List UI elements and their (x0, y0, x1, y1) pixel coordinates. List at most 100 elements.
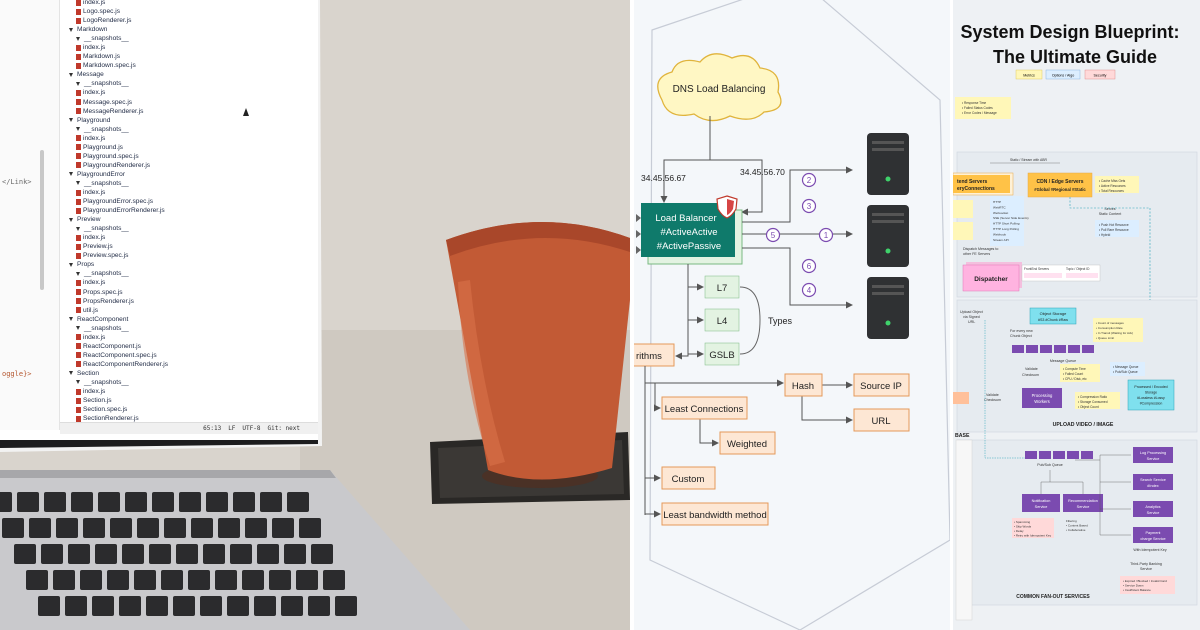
keyboard-key[interactable] (107, 570, 129, 590)
keyboard-key[interactable] (272, 518, 294, 538)
keyboard-key[interactable] (269, 570, 291, 590)
tree-folder-item[interactable]: __snapshots__ (62, 125, 318, 134)
tree-file-item[interactable]: Playground.js (62, 143, 318, 152)
tree-file-item[interactable]: PlaygroundRenderer.js (62, 161, 318, 170)
tree-folder-item[interactable]: __snapshots__ (62, 269, 318, 278)
tree-folder-item[interactable]: __snapshots__ (62, 179, 318, 188)
status-encoding[interactable]: UTF-8 (242, 425, 261, 432)
keyboard-key[interactable] (296, 570, 318, 590)
tree-file-item[interactable]: ReactComponent.js (62, 342, 318, 351)
keyboard-key[interactable] (14, 544, 36, 564)
tree-file-item[interactable]: index.js (62, 278, 318, 287)
keyboard-key[interactable] (71, 492, 93, 512)
keyboard-key[interactable] (164, 518, 186, 538)
tree-file-item[interactable]: index.js (62, 333, 318, 342)
keyboard-key[interactable] (227, 596, 249, 616)
weighted-node[interactable]: Weighted (719, 431, 776, 455)
keyboard-key[interactable] (203, 544, 225, 564)
tree-folder-item[interactable]: PlaygroundError (62, 170, 318, 179)
keyboard-key[interactable] (125, 492, 147, 512)
keyboard-key[interactable] (56, 518, 78, 538)
hash-node[interactable]: Hash (784, 373, 823, 397)
keyboard-key[interactable] (173, 596, 195, 616)
tree-file-item[interactable]: Section.js (62, 396, 318, 405)
keyboard-key[interactable] (284, 544, 306, 564)
keyboard-key[interactable] (44, 492, 66, 512)
keyboard-key[interactable] (257, 544, 279, 564)
keyboard-key[interactable] (323, 570, 345, 590)
keyboard-key[interactable] (230, 544, 252, 564)
status-cursor-position[interactable]: 65:13 (203, 425, 222, 432)
keyboard-key[interactable] (335, 596, 357, 616)
tree-file-item[interactable]: Logo.spec.js (62, 7, 318, 16)
tree-folder-item[interactable]: ReactComponent (62, 315, 318, 324)
keyboard-key[interactable] (254, 596, 276, 616)
keyboard-key[interactable] (38, 596, 60, 616)
tree-folder-item[interactable]: __snapshots__ (62, 79, 318, 88)
keyboard-key[interactable] (146, 596, 168, 616)
least-connections-node[interactable]: Least Connections (661, 396, 748, 420)
tree-file-item[interactable]: index.js (62, 0, 318, 7)
keyboard-key[interactable] (29, 518, 51, 538)
tree-file-item[interactable]: index.js (62, 88, 318, 97)
keyboard-key[interactable] (134, 570, 156, 590)
keyboard-key[interactable] (188, 570, 210, 590)
custom-node[interactable]: Custom (661, 466, 716, 490)
keyboard-key[interactable] (161, 570, 183, 590)
keyboard-key[interactable] (218, 518, 240, 538)
status-git-branch[interactable]: Git: next (267, 425, 300, 432)
tree-file-item[interactable]: ReactComponentRenderer.js (62, 360, 318, 369)
tree-file-item[interactable]: util.js (62, 306, 318, 315)
tree-file-item[interactable]: MessageRenderer.js (62, 107, 318, 116)
tree-folder-item[interactable]: __snapshots__ (62, 378, 318, 387)
keyboard-key[interactable] (149, 544, 171, 564)
tree-file-item[interactable]: SectionRenderer.js (62, 414, 318, 423)
keyboard-key[interactable] (83, 518, 105, 538)
tree-file-item[interactable]: index.js (62, 43, 318, 52)
keyboard-key[interactable] (41, 544, 63, 564)
keyboard-key[interactable] (53, 570, 75, 590)
tree-file-item[interactable]: index.js (62, 134, 318, 143)
tree-file-item[interactable]: PropsRenderer.js (62, 297, 318, 306)
tree-folder-item[interactable]: Markdown (62, 25, 318, 34)
keyboard-key[interactable] (2, 518, 24, 538)
tree-folder-item[interactable]: Playground (62, 116, 318, 125)
keyboard-key[interactable] (26, 570, 48, 590)
source-ip-node[interactable]: Source IP (853, 373, 910, 397)
keyboard-key[interactable] (110, 518, 132, 538)
keyboard-key[interactable] (92, 596, 114, 616)
tree-folder-item[interactable]: Preview (62, 215, 318, 224)
tree-file-item[interactable]: LogoRenderer.js (62, 16, 318, 25)
tree-file-item[interactable]: index.js (62, 387, 318, 396)
tree-file-item[interactable]: PlaygroundError.spec.js (62, 197, 318, 206)
keyboard-key[interactable] (281, 596, 303, 616)
keyboard-key[interactable] (0, 492, 12, 512)
keyboard-key[interactable] (215, 570, 237, 590)
keyboard-key[interactable] (287, 492, 309, 512)
tree-folder-item[interactable]: __snapshots__ (62, 224, 318, 233)
tree-file-item[interactable]: index.js (62, 233, 318, 242)
tree-file-item[interactable]: Preview.js (62, 242, 318, 251)
keyboard-key[interactable] (299, 518, 321, 538)
keyboard-key[interactable] (233, 492, 255, 512)
keyboard-key[interactable] (191, 518, 213, 538)
tree-folder-item[interactable]: __snapshots__ (62, 324, 318, 333)
least-bandwidth-node[interactable]: Least bandwidth method (661, 502, 769, 526)
keyboard-key[interactable] (242, 570, 264, 590)
keyboard-key[interactable] (80, 570, 102, 590)
tree-file-item[interactable]: Markdown.spec.js (62, 61, 318, 70)
keyboard-key[interactable] (137, 518, 159, 538)
tree-file-item[interactable]: Message.spec.js (62, 98, 318, 107)
keyboard-key[interactable] (176, 544, 198, 564)
keyboard-key[interactable] (122, 544, 144, 564)
keyboard-key[interactable] (311, 544, 333, 564)
keyboard-key[interactable] (17, 492, 39, 512)
scrollbar[interactable] (40, 150, 44, 290)
keyboard-key[interactable] (95, 544, 117, 564)
tree-file-item[interactable]: index.js (62, 188, 318, 197)
tree-file-item[interactable]: ReactComponent.spec.js (62, 351, 318, 360)
tree-folder-item[interactable]: Props (62, 260, 318, 269)
tree-folder-item[interactable]: Section (62, 369, 318, 378)
tree-folder-item[interactable]: Message (62, 70, 318, 79)
status-line-ending[interactable]: LF (228, 425, 236, 432)
